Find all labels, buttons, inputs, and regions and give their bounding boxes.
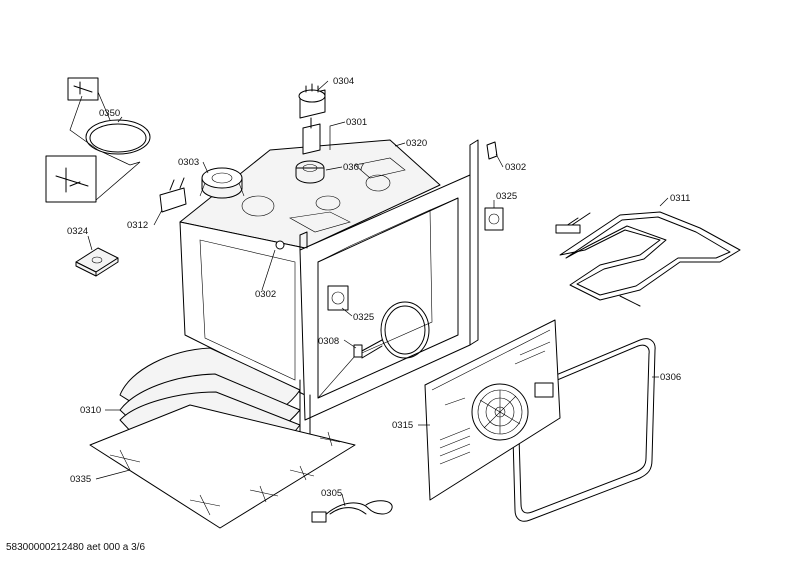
label-0304: 0304 — [333, 76, 354, 87]
label-0350: 0350 — [99, 108, 120, 119]
label-0312: 0312 — [127, 220, 148, 231]
grill-heater-0311 — [555, 211, 741, 307]
label-0320: 0320 — [406, 138, 427, 149]
label-0325-center: 0325 — [353, 312, 374, 323]
label-0303: 0303 — [178, 157, 199, 168]
back-panel-0315 — [424, 319, 561, 501]
label-0308: 0308 — [318, 336, 339, 347]
leader-lines — [87, 80, 669, 507]
label-0310: 0310 — [80, 405, 101, 416]
label-0325-right: 0325 — [496, 191, 517, 202]
power-cable-0305 — [311, 500, 393, 523]
callout-labels: 0304 0350 0301 0320 0303 0307 0302 0325 … — [67, 76, 690, 499]
lamp-cover-0325-b — [327, 285, 349, 311]
label-0324: 0324 — [67, 226, 88, 237]
label-0305: 0305 — [321, 488, 342, 499]
lamp-cover-0325-a — [484, 207, 504, 231]
washer-plate-0324 — [75, 247, 119, 277]
base-plate-0335 — [89, 404, 356, 529]
thermostat-knob-part — [295, 83, 326, 184]
label-0302-left: 0302 — [255, 289, 276, 300]
bracket-part-0312 — [159, 177, 187, 213]
label-0335: 0335 — [70, 474, 91, 485]
label-0315: 0315 — [392, 420, 413, 431]
label-0311: 0311 — [670, 193, 690, 204]
clip-part-0302-a — [486, 141, 498, 160]
temperature-sensor-part — [45, 77, 151, 203]
label-0306: 0306 — [660, 372, 681, 383]
label-0307: 0307 — [343, 162, 364, 173]
fan-motor-part — [199, 167, 245, 199]
label-0302-right: 0302 — [505, 162, 526, 173]
cavity-front-frame — [299, 174, 471, 441]
document-footer-code: 58300000212480 aet 000 a 3/6 — [6, 542, 146, 553]
ring-heater-0308 — [353, 301, 430, 359]
clip-part-0302-b — [275, 240, 285, 250]
label-0301: 0301 — [346, 117, 367, 128]
